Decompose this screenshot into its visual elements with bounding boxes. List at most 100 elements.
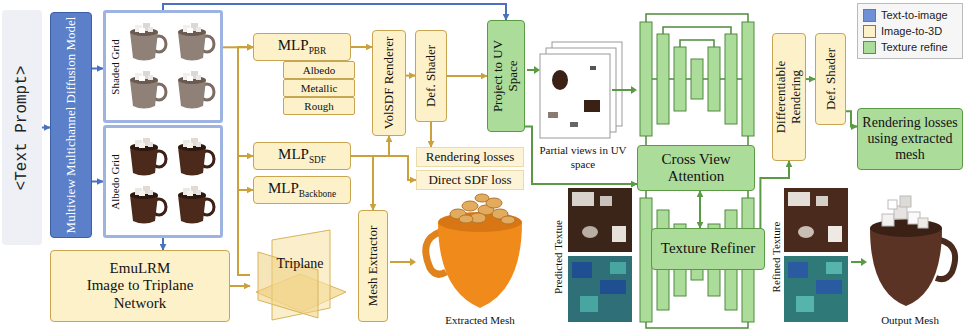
text-block: MLPPBR <box>278 37 326 57</box>
text-block: Direct SDF loss <box>428 173 511 188</box>
illustration-part <box>590 66 596 70</box>
node-text: MLP <box>268 180 299 196</box>
illustration-part <box>646 14 748 47</box>
connector <box>351 156 373 210</box>
legend-text: Text-to-image <box>881 9 948 21</box>
connector <box>525 126 637 184</box>
illustration-part <box>882 214 894 226</box>
legend-swatch <box>863 9 876 22</box>
cup <box>130 71 166 109</box>
caption-label: Predicted Textue <box>551 189 565 325</box>
extracted-mesh <box>426 194 522 308</box>
node-text: Rendering losses using extracted mesh <box>861 115 959 163</box>
node-text: Shaded Grid <box>109 14 122 119</box>
illustration-part <box>572 262 592 278</box>
connector <box>351 46 372 48</box>
text-block: MLPBackbone <box>268 180 336 200</box>
mlp-box: MLPSDF <box>253 142 351 170</box>
mlp-label: MLPSDF <box>278 146 326 166</box>
node-text: Rough <box>304 100 333 113</box>
connector <box>42 127 50 129</box>
illustration-part <box>450 194 515 224</box>
channel-box: Rough <box>283 97 355 115</box>
illustration-part <box>600 196 612 206</box>
illustration-part <box>796 296 814 312</box>
shader-box: Def. Shader <box>815 33 846 125</box>
arrow-head <box>410 258 416 266</box>
connector <box>406 75 415 77</box>
text-block: Metallic <box>301 82 338 95</box>
connector <box>223 46 253 48</box>
illustration-part <box>828 226 842 242</box>
illustration-part <box>540 54 610 138</box>
prompt-box: <Text Prompt> <box>2 10 42 245</box>
attention-box: Cross View Attention <box>637 145 755 191</box>
node-text: VolSDF Renderer <box>382 34 397 132</box>
cup <box>130 186 166 224</box>
illustration-part <box>742 22 754 136</box>
illustration-part <box>784 256 848 322</box>
node-text: Metallic <box>301 82 338 95</box>
caption-label: Output Mesh <box>858 313 962 327</box>
node-text: EmuLRM <box>70 260 210 277</box>
model-box: Multiview Multichannel Diffusion Model <box>50 12 92 238</box>
skip-link <box>646 322 748 328</box>
text-block: Rough <box>304 100 333 113</box>
legend-swatch <box>863 41 876 54</box>
illustration-part <box>784 188 848 252</box>
projection-box: Project to UV Space <box>487 20 525 132</box>
predicted-texture <box>568 188 632 322</box>
arrow-head <box>534 66 540 74</box>
text-block: MLPSDF <box>278 146 326 166</box>
cup <box>178 71 214 109</box>
illustration-part <box>548 112 558 118</box>
illustration-part <box>674 47 686 111</box>
text-block: EmuLRMImage to Triplane Network <box>70 260 210 312</box>
flow-arrow <box>612 89 632 91</box>
connector <box>351 136 389 156</box>
image-grid: Shaded Grid <box>103 10 223 123</box>
loss-box: Rendering losses using extracted mesh <box>857 108 963 170</box>
connector <box>760 161 789 228</box>
refiner-box: Texture Refiner <box>651 228 765 270</box>
text-block: Rendering losses using extracted mesh <box>861 115 959 163</box>
mlp-box: MLPBackbone <box>253 176 351 204</box>
node-text: MLP <box>278 37 309 53</box>
node-text: Direct SDF loss <box>428 173 511 188</box>
rotated-text: Def. Shader <box>823 37 838 121</box>
illustration-part <box>475 194 489 202</box>
node-text: Cross View Attention <box>641 151 751 186</box>
rotated-text: Differentiable Rendering <box>774 37 804 157</box>
legend-swatch <box>863 25 876 38</box>
legend-row: Texture refine <box>863 39 957 55</box>
cup <box>130 138 166 176</box>
connector <box>447 75 487 77</box>
illustration-part <box>652 78 742 80</box>
connector <box>846 111 857 126</box>
node-subtext: PBR <box>309 46 327 56</box>
mlp-label: MLPPBR <box>278 37 326 57</box>
connector <box>351 156 416 180</box>
grid-ground <box>103 125 223 238</box>
extractor-box: Mesh Extractor <box>358 210 388 322</box>
illustration-part <box>788 262 808 278</box>
legend-text: Image-to-3D <box>881 25 942 37</box>
refined-texture <box>784 188 848 322</box>
unet-upper <box>640 22 754 136</box>
connector <box>699 191 701 228</box>
rotated-text: Albedo Grid <box>109 129 122 234</box>
legend-row: Text-to-image <box>863 7 957 23</box>
loss-box: Direct SDF loss <box>416 170 524 190</box>
connector <box>430 122 432 147</box>
legend-text: Texture refine <box>881 41 948 53</box>
illustration-part <box>570 122 578 127</box>
channel-box: Albedo <box>283 61 355 79</box>
illustration-part <box>459 215 473 223</box>
legend-row: Image-to-3D <box>863 23 957 39</box>
illustration-part <box>708 47 720 111</box>
node-text: Def. Shader <box>823 37 838 121</box>
illustration-part <box>552 70 568 90</box>
legend: Text-to-imageImage-to-3D Texture refine <box>857 3 963 59</box>
mlp-label: MLPBackbone <box>268 180 336 200</box>
